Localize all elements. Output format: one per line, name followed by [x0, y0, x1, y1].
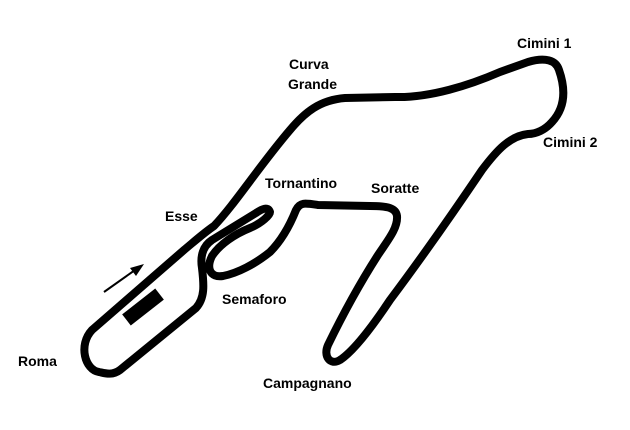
label-cimini-1: Cimini 1	[517, 35, 572, 51]
label-soratte: Soratte	[371, 180, 419, 196]
label-semaforo: Semaforo	[222, 291, 287, 307]
arrow-icon	[103, 264, 144, 293]
label-curva-grande-2: Grande	[288, 76, 337, 92]
label-curva-grande-1: Curva	[289, 56, 329, 72]
label-roma: Roma	[18, 353, 57, 369]
label-esse: Esse	[165, 208, 198, 224]
circuit-track	[80, 55, 568, 378]
label-cimini-2: Cimini 2	[543, 134, 598, 150]
label-campagnano: Campagnano	[263, 375, 352, 391]
label-tornantino: Tornantino	[265, 175, 337, 191]
start-finish-marker	[122, 288, 164, 326]
